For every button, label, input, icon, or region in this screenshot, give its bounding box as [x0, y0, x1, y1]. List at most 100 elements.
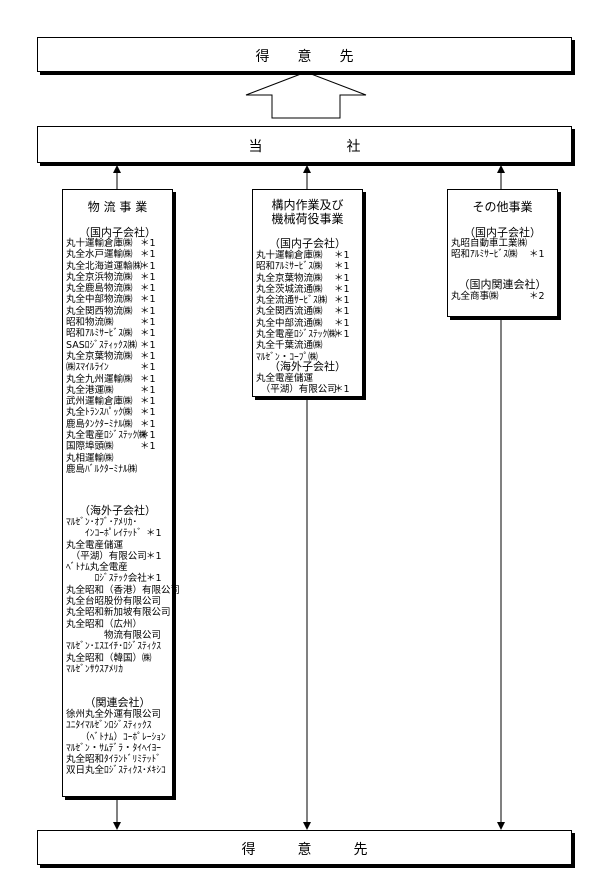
company-name: 丸全京葉物流㈱	[66, 350, 133, 362]
company-row: 武州運輸倉庫㈱＊1	[66, 396, 172, 407]
company-name: ﾍﾞﾄﾅﾑ丸全電産	[66, 562, 128, 574]
company-name: 鹿島ﾊﾞﾙｸﾀｰﾐﾅﾙ㈱	[66, 463, 138, 475]
company-name: 丸全商事㈱	[451, 291, 499, 302]
bottom-customer-label: 得 意 先	[241, 842, 368, 858]
footnote-mark: ＊1	[334, 283, 350, 295]
logistics-overseas-heading: （海外子会社）	[79, 504, 156, 517]
company-row: ﾏﾙｾﾞﾝ・ｻﾑﾃﾞﾗ・ﾀｲﾍｲﾖｰ	[66, 743, 172, 754]
company-name: ﾏﾙｾﾞﾝ･ｵﾌﾞ･ｱﾒﾘｶ･	[66, 517, 138, 528]
company-name: 丸全茨城流通㈱	[256, 283, 323, 295]
company-row: 丸全昭和新加坡有限公司	[66, 607, 172, 618]
footnote-mark: ＊1	[140, 238, 156, 249]
company-name: 丸全電産ﾛｼﾞｽﾃｯｸ㈱	[66, 430, 147, 442]
company-row: 丸十運輸倉庫㈱＊1	[256, 250, 362, 261]
company-row: 丸全電産ﾛｼﾞｽﾃｯｸ㈱＊1	[256, 329, 362, 340]
company-row: 昭和物流㈱ ＊1	[66, 317, 172, 328]
company-name: 丸全流通ｻｰﾋﾞｽ㈱	[256, 295, 328, 307]
company-name: 国際埠頭㈱	[66, 441, 114, 453]
footnote-mark: ＊1	[140, 260, 156, 272]
company-row: 丸全電産ﾛｼﾞｽﾃｯｸ㈱＊1	[66, 430, 172, 441]
company-name: 丸全港運㈱	[66, 384, 114, 396]
company-name: 丸全北海道運輸㈱	[66, 260, 143, 272]
company-row: 丸全中部流通㈱＊1	[256, 318, 362, 329]
footnote-mark: ＊1	[140, 441, 156, 453]
company-row: 丸全茨城流通㈱ ＊1	[256, 284, 362, 295]
company-row: 丸全千葉流通㈱	[256, 340, 362, 351]
arrowhead-left-down	[113, 822, 121, 830]
top-customer-label: 得 意 先	[255, 49, 354, 65]
company-name: 丸十運輸倉庫㈱	[66, 238, 133, 249]
company-row: 丸全京葉物流㈱ ＊1	[66, 351, 172, 362]
footnote-mark: ＊1	[140, 339, 156, 351]
other-affiliate-list: 丸全商事㈱ ＊2	[451, 291, 557, 302]
company-row: ﾏﾙｾﾞﾝ･ｵﾌﾞ･ｱﾒﾘｶ･	[66, 517, 172, 528]
footnote-mark: ＊1	[140, 328, 156, 340]
company-name: 丸全昭和（広州）	[66, 618, 143, 630]
top-customer-box: 得 意 先	[37, 37, 572, 72]
company-name: 丸全京浜物流㈱	[66, 271, 133, 283]
company-name: SASﾛｼﾞｽﾃｨｯｸｽ㈱	[66, 339, 137, 351]
company-box: 当 社	[37, 126, 572, 163]
footnote-mark: ＊1	[334, 295, 350, 307]
footnote-mark: ＊1	[334, 306, 350, 318]
company-name: 丸全京葉物流㈱	[256, 272, 323, 284]
footnote-mark: ＊1	[334, 272, 350, 284]
company-row: 鹿島ﾊﾞﾙｸﾀｰﾐﾅﾙ㈱	[66, 464, 172, 475]
footnote-mark: ＊2	[529, 291, 545, 302]
company-row: 丸全ﾄﾗﾝｽﾊﾟｯｸ㈱＊1	[66, 407, 172, 418]
company-name: 昭和ｱﾙﾐｻｰﾋﾞｽ㈱	[451, 249, 518, 261]
company-row: 丸全昭和（韓国）㈱	[66, 653, 172, 664]
company-row: （ﾍﾞﾄﾅﾑ）ｺｰﾎﾟﾚｰｼｮﾝ	[66, 732, 172, 743]
company-row: 丸全商事㈱ ＊2	[451, 291, 557, 302]
company-name: 物流有限公司	[66, 629, 162, 641]
company-name: 徐州丸全外運有限公司	[66, 709, 162, 720]
company-row: 丸全電産儲運	[256, 373, 362, 384]
company-row: 丸全流通ｻｰﾋﾞｽ㈱ ＊1	[256, 295, 362, 306]
company-name: 丸全昭和ﾀｲﾗﾝﾄﾞﾘﾐﾃｯﾄﾞ	[66, 754, 162, 766]
company-name: 丸相運輸㈱	[66, 452, 114, 464]
company-row: ﾏﾙｾﾞﾝ･ｴｽｴｲﾁ･ﾛｼﾞｽﾃｨｸｽ	[66, 641, 172, 652]
arrowhead-right-up	[497, 165, 505, 173]
company-name: ﾏﾙｾﾞﾝ･ｴｽｴｲﾁ･ﾛｼﾞｽﾃｨｸｽ	[66, 641, 162, 653]
company-row: ﾕﾆﾀｲﾏﾙｾﾞﾝﾛｼﾞｽﾃｨｯｸｽ	[66, 720, 172, 731]
company-row: 昭和ｱﾙﾐｻｰﾋﾞｽ㈱＊1	[451, 249, 557, 260]
company-row: 丸全鹿島物流㈱＊1	[66, 283, 172, 294]
footnote-mark: ＊1	[334, 317, 350, 329]
company-row: 丸昭自動車工業㈱	[451, 238, 557, 249]
company-name: 丸全九州運輸㈱	[66, 373, 133, 385]
company-name: 丸全水戸運輸㈱	[66, 249, 133, 261]
company-row: 丸全関西物流㈱＊1	[66, 306, 172, 317]
footnote-mark: ＊1	[140, 384, 156, 396]
logistics-affiliate-list: 徐州丸全外運有限公司ﾕﾆﾀｲﾏﾙｾﾞﾝﾛｼﾞｽﾃｨｯｸｽ （ﾍﾞﾄﾅﾑ）ｺｰﾎﾟ…	[66, 709, 172, 777]
footnote-mark: ＊1	[140, 294, 156, 306]
onsite-title-line1: 構内作業及び	[271, 198, 344, 212]
company-row: 丸全関西流通㈱＊1	[256, 306, 362, 317]
company-name: ﾕﾆﾀｲﾏﾙｾﾞﾝﾛｼﾞｽﾃｨｯｸｽ	[66, 720, 152, 732]
footnote-mark: ＊1	[140, 430, 156, 442]
company-row: ﾏﾙｾﾞﾝｻｳｽｱﾒﾘｶ	[66, 664, 172, 675]
arrowhead-center-down	[303, 822, 311, 830]
company-name: 丸全千葉流通㈱	[256, 340, 323, 352]
bottom-customer-box: 得 意 先	[37, 830, 572, 865]
company-row: 丸全港運㈱ ＊1	[66, 385, 172, 396]
other-domestic-heading: （国内子会社）	[464, 226, 541, 239]
company-row: 双日丸全ﾛｼﾞｽﾃｨｸｽ･ﾒｷｼｺ	[66, 765, 172, 776]
company-name: 丸全電産儲運	[256, 373, 314, 384]
footnote-mark: ＊1	[140, 317, 156, 329]
company-row: 丸全九州運輸㈱＊1	[66, 374, 172, 385]
company-row: 丸相運輸㈱	[66, 453, 172, 464]
other-domestic-list: 丸昭自動車工業㈱昭和ｱﾙﾐｻｰﾋﾞｽ㈱＊1	[451, 238, 557, 261]
footnote-mark: ＊1	[140, 249, 156, 261]
company-row: ﾍﾞﾄﾅﾑ丸全電産	[66, 562, 172, 573]
company-name: 丸十運輸倉庫㈱	[256, 250, 323, 261]
company-row: 丸全京葉物流㈱ ＊1	[256, 273, 362, 284]
company-name: 昭和物流㈱	[66, 317, 114, 329]
company-name: 双日丸全ﾛｼﾞｽﾃｨｸｽ･ﾒｷｼｺ	[66, 765, 166, 777]
company-row: 丸全昭和（香港）有限公司	[66, 585, 180, 596]
footnote-mark: ＊1	[140, 350, 156, 362]
footnote-mark: ＊1	[334, 384, 350, 396]
company-name: 丸全昭和新加坡有限公司	[66, 607, 171, 619]
company-row: 丸全台昭股份有限公司	[66, 596, 172, 607]
